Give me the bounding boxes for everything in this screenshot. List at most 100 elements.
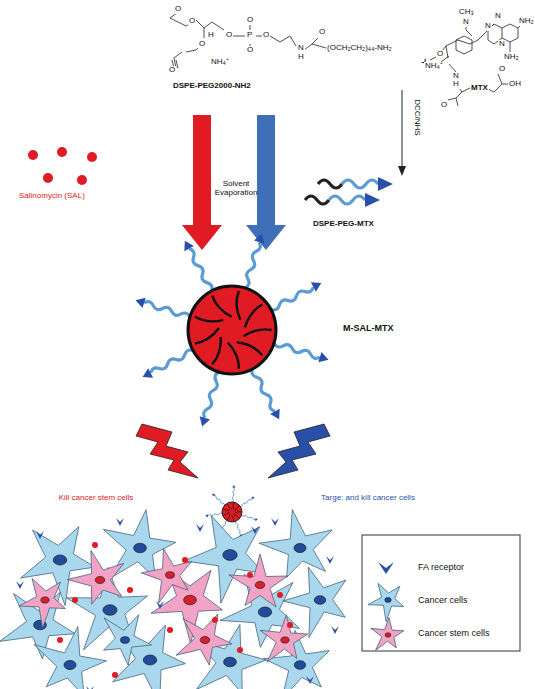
text-label: N bbox=[462, 18, 470, 27]
peg-chain bbox=[214, 495, 225, 505]
cancer-cell bbox=[283, 567, 346, 638]
fa-receptor bbox=[116, 518, 124, 526]
cancer-stem-cell bbox=[67, 551, 124, 605]
peg-chain bbox=[208, 513, 222, 516]
cancer-cell bbox=[21, 527, 95, 606]
fa-receptor bbox=[196, 524, 204, 532]
peg-chain bbox=[271, 287, 313, 310]
legend-icons bbox=[368, 583, 404, 650]
text-label: O bbox=[225, 31, 233, 40]
text-label: O bbox=[174, 5, 182, 14]
dspe-peg-mtx-figure bbox=[305, 177, 393, 207]
salinomycin-dot bbox=[127, 587, 133, 593]
lipid-tail bbox=[237, 291, 241, 320]
micelles bbox=[136, 234, 329, 538]
lipid-tail bbox=[224, 512, 229, 516]
peg-chain bbox=[144, 302, 190, 317]
salinomycin-dot bbox=[72, 597, 78, 603]
mtx-ligand bbox=[311, 282, 321, 292]
mtx-ligand bbox=[200, 416, 210, 426]
nucleus bbox=[134, 543, 147, 553]
nucleus bbox=[223, 550, 237, 561]
lipid-tail bbox=[195, 328, 219, 344]
peg-chain bbox=[274, 343, 320, 358]
cancer-cell bbox=[104, 615, 152, 666]
lipid-tail bbox=[233, 515, 239, 518]
fa-receptor bbox=[86, 686, 94, 689]
text-label: O bbox=[246, 16, 254, 25]
salinomycin-dot bbox=[287, 622, 293, 628]
lipid-tail bbox=[245, 305, 262, 328]
legend-text: Cancer stem cells bbox=[418, 628, 490, 638]
text-label: Targe: and kill cancer cells bbox=[312, 494, 424, 503]
nucleus bbox=[224, 657, 237, 667]
text-label: N bbox=[484, 22, 492, 31]
text-label: Solvent Evaporation bbox=[213, 180, 259, 198]
fa-receptor bbox=[16, 581, 24, 589]
peg-chain bbox=[189, 249, 212, 291]
text-label: N bbox=[498, 40, 506, 49]
salinomycin-dot bbox=[247, 572, 253, 578]
salinomycin-dot bbox=[92, 542, 98, 548]
reaction-arrow bbox=[402, 90, 403, 172]
text-label: MTX bbox=[470, 84, 489, 93]
cancer-stem-cell bbox=[229, 554, 288, 607]
salinomycin-dot bbox=[212, 617, 218, 623]
lipid-tail bbox=[224, 509, 230, 510]
text-label: M-SAL-MTX bbox=[342, 324, 395, 334]
text-label: O bbox=[198, 40, 206, 49]
micelle-core bbox=[222, 502, 242, 522]
cancer-cell bbox=[368, 583, 404, 621]
salinomycin-dot bbox=[182, 557, 188, 563]
lipid-tail bbox=[237, 342, 263, 355]
nucleus bbox=[53, 555, 66, 565]
mtx-ligand bbox=[143, 368, 153, 378]
nucleus bbox=[294, 661, 306, 670]
nucleus bbox=[103, 605, 117, 616]
text-label: N bbox=[297, 44, 305, 53]
text-label: O bbox=[498, 65, 506, 74]
arrow-head bbox=[398, 166, 406, 176]
micelle-core bbox=[188, 286, 276, 374]
peg-chain bbox=[204, 372, 219, 418]
salinomycin-dot bbox=[112, 672, 118, 678]
text-label: NH₂ bbox=[518, 17, 535, 26]
text-label: DSPE-PEG2000-NH2 bbox=[172, 82, 252, 91]
blue-arrow bbox=[246, 115, 286, 250]
chemical-structures bbox=[170, 12, 522, 106]
lipid-tail bbox=[228, 514, 230, 520]
peg-chain bbox=[240, 498, 252, 506]
fa-receptor bbox=[251, 526, 259, 534]
blue-lightning bbox=[268, 424, 330, 478]
text-label: O bbox=[436, 50, 444, 59]
text-label: O bbox=[168, 66, 176, 75]
salinomycin-dots bbox=[28, 147, 97, 185]
nucleus bbox=[200, 636, 210, 643]
salinomycin-dot bbox=[57, 637, 63, 643]
mtx-ligand bbox=[205, 514, 208, 517]
lipid-tail bbox=[235, 506, 239, 511]
cancer-stem-cell bbox=[141, 549, 191, 604]
lipid-tail bbox=[233, 503, 234, 510]
text-label: (OCH₂CH₂)₄₄-NH₂ bbox=[326, 44, 393, 53]
cancer-stem-cell bbox=[19, 578, 66, 628]
text-label: H bbox=[207, 31, 215, 40]
mtx-ligand bbox=[184, 241, 194, 251]
legend-text: FA receptor bbox=[418, 562, 464, 572]
text-label: Salinomycin (SAL) bbox=[18, 192, 86, 201]
mtx-ligand bbox=[136, 298, 146, 308]
lipid-tail bbox=[235, 512, 241, 514]
legend-box bbox=[362, 535, 520, 651]
text-label: O bbox=[440, 101, 448, 110]
peg-chain bbox=[235, 521, 241, 534]
nucleus bbox=[166, 572, 175, 579]
receptor-symbol bbox=[378, 562, 394, 574]
text-label: DCC/NHS bbox=[412, 98, 421, 136]
nucleus bbox=[385, 633, 391, 637]
mtx-ligand bbox=[254, 234, 264, 244]
cancer-stem-cell bbox=[176, 614, 232, 665]
cancer-stem-cell bbox=[260, 615, 308, 662]
peg-chain bbox=[242, 515, 256, 520]
